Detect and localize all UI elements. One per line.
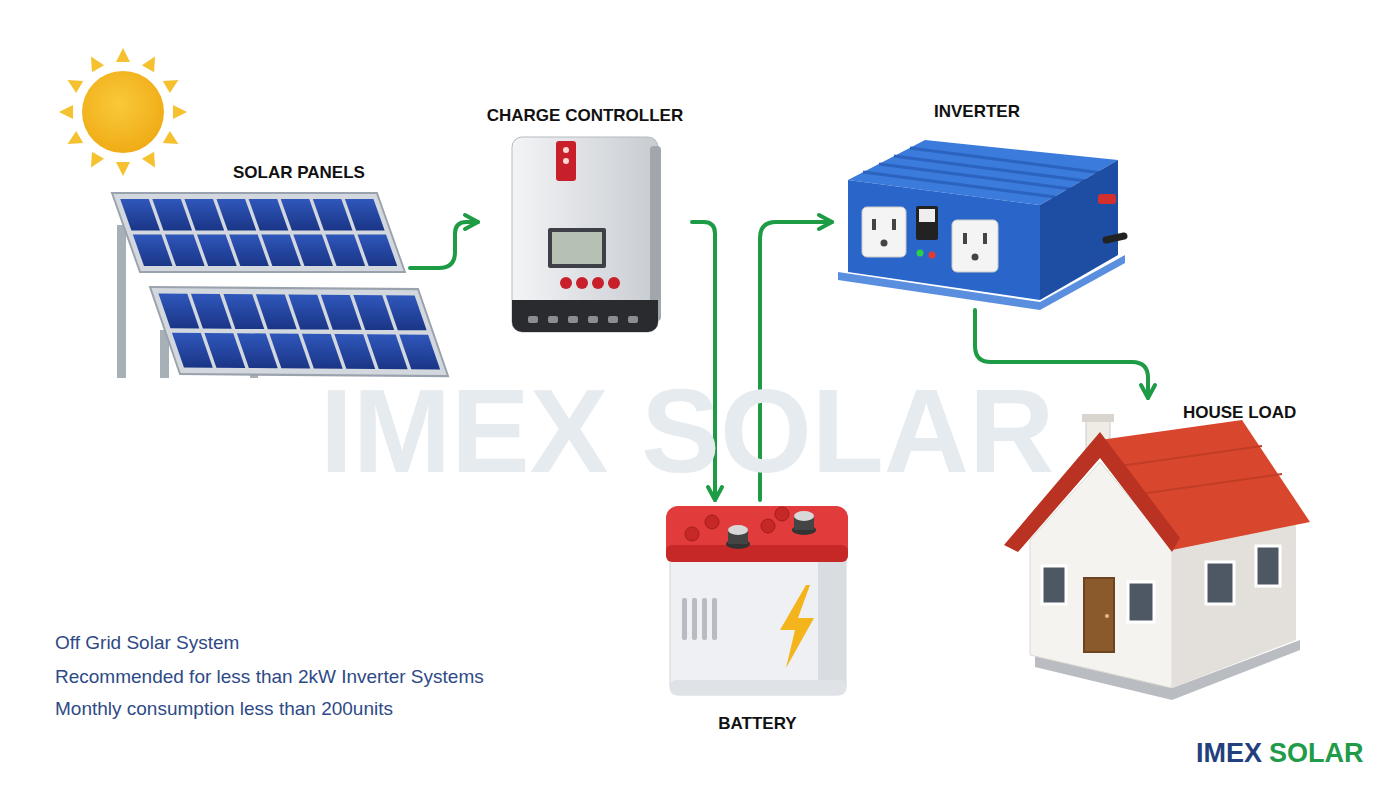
battery-illustration — [666, 506, 848, 695]
brand-logo-box: SOLAR — [1269, 740, 1364, 767]
system-note: Monthly consumption less than 200units — [55, 698, 393, 721]
charge-controller-illustration — [512, 137, 661, 332]
system-note-box: Monthly consumption less than 200units — [55, 698, 393, 721]
solar-panel-illustration — [112, 193, 448, 378]
component-node: CHARGE CONTROLLER — [478, 100, 692, 340]
component-node: INVERTER — [832, 96, 1122, 310]
watermark: IMEX SOLAR — [320, 372, 1054, 490]
system-note-box: Recommended for less than 2kW Inverter S… — [55, 666, 484, 689]
component-label: BATTERY — [718, 714, 796, 734]
component-label: HOUSE LOAD — [1183, 403, 1296, 423]
component-node: SOLAR PANELS — [110, 160, 410, 380]
system-note: Off Grid Solar System — [55, 632, 239, 655]
component-node: BATTERY — [660, 500, 855, 740]
flow-arrow — [410, 222, 478, 268]
inverter-illustration — [838, 140, 1125, 310]
component-label: INVERTER — [934, 102, 1020, 122]
brand-logo: SOLAR — [1269, 740, 1364, 767]
brand-logo: IMEX — [1196, 740, 1262, 767]
watermark-box: IMEX SOLAR — [320, 372, 1054, 490]
component-label: SOLAR PANELS — [233, 163, 365, 183]
sun-icon — [59, 48, 187, 176]
brand-logo-box: IMEX — [1196, 740, 1262, 767]
component-label: CHARGE CONTROLLER — [487, 106, 683, 126]
system-note-box: Off Grid Solar System — [55, 632, 239, 655]
system-note: Recommended for less than 2kW Inverter S… — [55, 666, 484, 689]
